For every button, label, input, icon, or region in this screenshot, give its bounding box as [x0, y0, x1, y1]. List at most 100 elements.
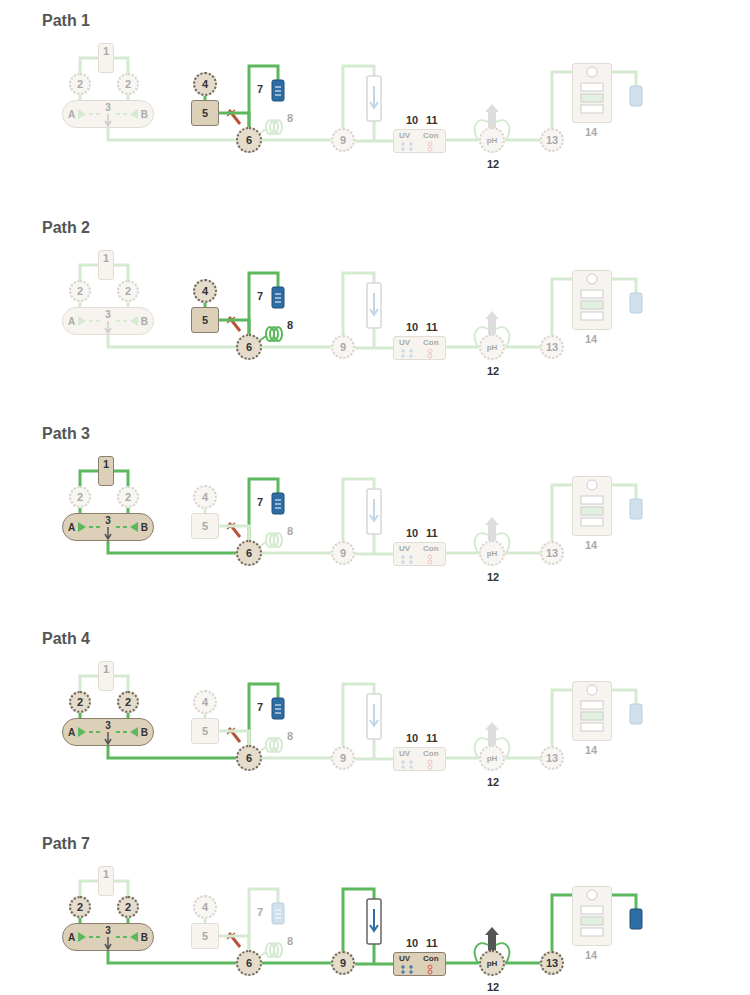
component-number: 9	[340, 548, 346, 559]
component-number: 11	[426, 938, 438, 949]
component-number: 2	[125, 697, 131, 708]
electrode	[485, 927, 499, 935]
component-number: 3	[63, 103, 153, 113]
ph-electrode: pH12	[479, 334, 505, 360]
sample-loop	[266, 738, 274, 752]
drawing-stroke	[428, 142, 432, 146]
syringe	[227, 317, 235, 323]
drawing-stroke	[409, 965, 413, 969]
drawing-stroke	[401, 765, 405, 769]
drawing-stroke	[581, 917, 603, 925]
syringe	[227, 933, 235, 939]
flow-arrow	[370, 86, 378, 108]
drawing-stroke	[409, 142, 413, 146]
flow-line	[219, 320, 249, 334]
flow-arrow	[370, 293, 378, 315]
pump-unit: A3B	[62, 513, 154, 541]
component-number: 4	[202, 79, 208, 90]
flow-arrow	[370, 704, 378, 726]
component-number: 12	[487, 982, 499, 993]
drawing-stroke	[587, 685, 597, 695]
drawing-stroke	[275, 302, 281, 303]
flow-line	[355, 140, 393, 143]
component-box: 5	[191, 718, 219, 744]
panel-title: Path 4	[42, 631, 90, 647]
column-line	[343, 66, 374, 128]
component-number: 10	[406, 733, 418, 744]
detector-box: 1011UVCon	[393, 542, 446, 566]
component-number: 13	[546, 753, 558, 764]
pump-unit: A3B	[62, 718, 154, 746]
flow-line	[80, 265, 98, 280]
component-number: 1	[103, 253, 109, 264]
flow-line	[262, 552, 331, 555]
drawing-stroke	[581, 712, 603, 720]
component-number: 2	[125, 902, 131, 913]
column	[367, 694, 381, 739]
flow-line	[114, 471, 128, 486]
valve-circle: 6	[236, 745, 262, 771]
detector-box: 1011UVCon	[393, 747, 446, 771]
component-number: A	[68, 933, 75, 943]
flow-line	[219, 731, 249, 745]
drawing-stroke	[581, 507, 603, 515]
drawing-stroke	[581, 290, 603, 298]
drawing-stroke	[275, 95, 281, 96]
component-number: B	[141, 728, 148, 738]
ph-electrode: pH12	[479, 127, 505, 153]
drawing-stroke	[428, 147, 432, 151]
callout-number: 7	[257, 702, 263, 713]
drawing-stroke	[587, 274, 597, 284]
flow-line	[80, 471, 98, 486]
waste-bottle	[630, 86, 642, 106]
flow-arrow	[370, 499, 378, 521]
component-number: 9	[340, 342, 346, 353]
flow-line	[108, 335, 236, 347]
column	[367, 489, 381, 534]
sample-loop	[270, 327, 278, 341]
column-line	[343, 479, 374, 541]
flow-line	[355, 963, 393, 966]
waste-bottle	[630, 909, 642, 929]
sample-loop	[274, 327, 282, 341]
component-box: 5	[191, 307, 219, 333]
flow-line	[262, 346, 331, 349]
inlet-box: 1	[98, 866, 114, 896]
drawing-stroke	[428, 354, 432, 358]
sample-loop	[274, 533, 282, 547]
electrode	[488, 932, 496, 951]
component-number: 5	[202, 726, 208, 737]
component-number: 10	[406, 938, 418, 949]
electrode	[488, 109, 496, 128]
syringe	[229, 317, 240, 331]
flow-line	[108, 128, 236, 140]
drawing-stroke	[409, 560, 413, 564]
component-number: 2	[77, 492, 83, 503]
waste-line	[612, 895, 636, 909]
component-number: 1	[103, 869, 109, 880]
component-number: 6	[246, 753, 252, 764]
component-number: 5	[202, 931, 208, 942]
drawing-stroke	[428, 560, 432, 564]
inlet-box: 1	[98, 43, 114, 73]
fraction-collector: 14	[572, 63, 612, 123]
flow-line	[446, 346, 479, 349]
drawing-stroke	[581, 312, 603, 320]
component-number: 11	[426, 115, 438, 126]
inlet-box: 1	[98, 456, 114, 486]
valve-circle: 9	[331, 746, 355, 770]
drawing-stroke	[275, 713, 281, 714]
component-number: 4	[202, 492, 208, 503]
drawing-stroke	[275, 705, 281, 706]
flow-line	[505, 962, 540, 965]
component-number: pH	[481, 550, 503, 558]
column-line	[373, 534, 376, 553]
drawing-stroke	[587, 67, 597, 77]
electrode	[485, 722, 499, 730]
component-number: UV	[399, 545, 410, 553]
component-number: 12	[487, 366, 499, 377]
panel-title: Path 1	[42, 13, 90, 29]
component-number: 13	[546, 548, 558, 559]
component-number: 4	[202, 286, 208, 297]
